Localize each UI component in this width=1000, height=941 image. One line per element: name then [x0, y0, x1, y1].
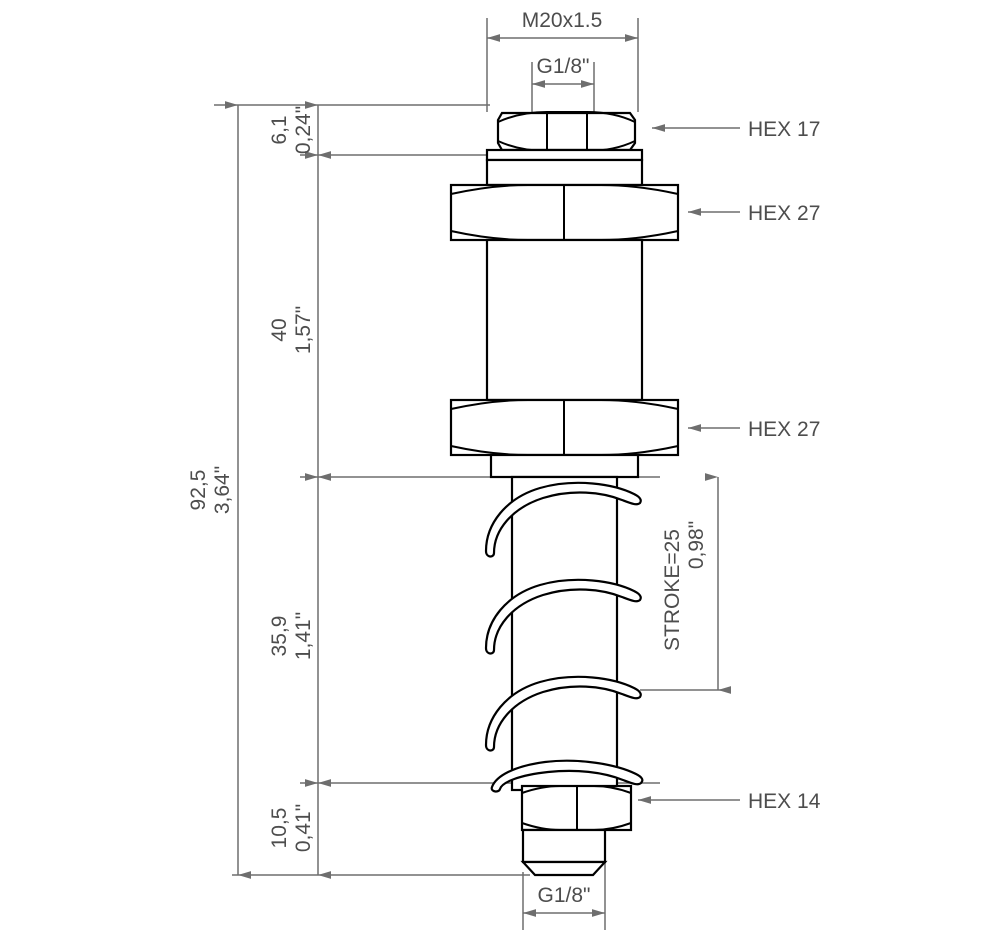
dim-label-top-nut-inch: 0,24": [292, 106, 315, 154]
dim-label-overall-inch: 3,64": [211, 466, 234, 514]
bottom-port-stub: [520, 828, 608, 877]
dim-label-top-nut-mm: 6,1: [268, 115, 291, 144]
dim-label-spring-inch: 1,41": [292, 612, 315, 660]
upper-flange: [485, 148, 644, 162]
dim-label-bottom-inch: 0,41": [292, 804, 315, 852]
dim-label-g18-top: G1/8": [537, 55, 590, 78]
callout-hex-17: HEX 17: [748, 118, 820, 141]
lower-collar: [489, 453, 640, 479]
hex-17-nut: [496, 111, 637, 152]
dim-label-stroke-inch: 0,98": [685, 521, 708, 569]
callout-hex-27-upper: HEX 27: [748, 202, 820, 225]
extension-lines: [214, 18, 730, 930]
dim-label-overall-mm: 92,5: [187, 470, 210, 511]
callout-hex-14: HEX 14: [748, 790, 821, 813]
hex-27-upper-nut: [449, 183, 680, 242]
dim-label-body-inch: 1,57": [292, 306, 315, 354]
piston-rod: [510, 475, 619, 792]
return-spring: [484, 481, 644, 793]
dim-label-body-mm: 40: [268, 318, 291, 341]
dim-label-bottom-mm: 10,5: [268, 808, 291, 849]
threaded-shank-upper: [485, 158, 644, 187]
hex-14-nut: [520, 784, 633, 832]
dim-label-spring-mm: 35,9: [268, 616, 291, 657]
cylinder-body: [485, 238, 644, 402]
dim-label-stroke-mm: STROKE=25: [661, 529, 684, 651]
dim-label-m20: M20x1.5: [522, 9, 603, 32]
dim-label-g18-bottom: G1/8": [538, 884, 591, 907]
hex-27-lower-nut: [449, 398, 680, 457]
callout-hex-27-lower: HEX 27: [748, 418, 820, 441]
